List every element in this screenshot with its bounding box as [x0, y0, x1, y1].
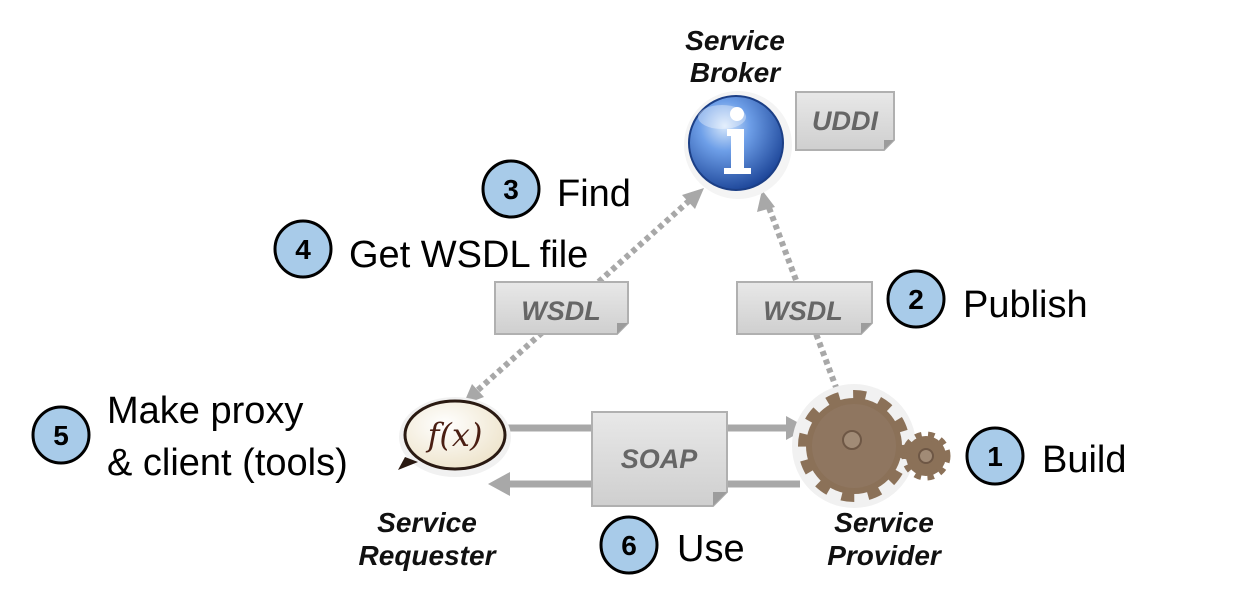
step-5: 5 Make proxy & client (tools) [31, 390, 348, 484]
step-6-number: 6 [621, 530, 637, 561]
step-1-number: 1 [987, 441, 1003, 472]
provider-label-line1: Service [834, 507, 934, 538]
step-2-label: Publish [963, 284, 1088, 326]
step-6: 6 Use [599, 515, 745, 575]
step-3-number: 3 [503, 174, 519, 205]
step-5-label-line1: Make proxy [107, 390, 303, 432]
wsdl-document-right: WSDL [736, 281, 873, 335]
step-2-badge [886, 269, 946, 329]
wsdl-document-left: WSDL [494, 281, 629, 335]
step-2-number: 2 [908, 284, 924, 315]
requester-label-line2: Requester [359, 540, 498, 571]
requester-symbol: f(x) [426, 416, 483, 454]
step-5-number: 5 [53, 420, 69, 451]
step-3-badge [481, 159, 541, 219]
step-5-badge [31, 405, 91, 465]
service-requester: f(x) Service Requester [359, 397, 511, 571]
step-2: 2 Publish [886, 269, 1088, 329]
soap-label: SOAP [621, 444, 699, 474]
step-5-label-line2: & client (tools) [107, 442, 348, 484]
step-4-badge [273, 219, 333, 279]
step-4-number: 4 [295, 234, 311, 265]
step-4: 4 Get WSDL file [273, 219, 588, 279]
wsdl-right-label: WSDL [763, 296, 842, 326]
step-1: 1 Build [965, 426, 1127, 486]
uddi-label: UDDI [812, 106, 878, 136]
find-arrowhead [682, 188, 704, 209]
service-broker: Service Broker UDDI [684, 25, 895, 199]
broker-label-line2: Broker [690, 57, 782, 88]
requester-label-line1: Service [377, 507, 477, 538]
function-speech-bubble-icon: f(x) [398, 397, 511, 477]
find-connector [475, 197, 693, 393]
publish-arrowhead [757, 190, 775, 212]
info-globe-icon [684, 91, 792, 199]
step-4-label: Get WSDL file [349, 234, 588, 276]
provider-label-line2: Provider [827, 540, 943, 571]
step-6-label: Use [677, 528, 745, 570]
gears-icon [792, 384, 951, 508]
broker-label-line1: Service [685, 25, 785, 56]
step-3: 3 Find [481, 159, 631, 219]
step-6-badge [599, 515, 659, 575]
soap-document: SOAP [591, 411, 728, 507]
step-1-label: Build [1042, 439, 1127, 481]
uddi-document: UDDI [795, 91, 895, 151]
response-arrowhead [488, 472, 510, 496]
step-1-badge [965, 426, 1025, 486]
wsdl-left-label: WSDL [521, 296, 600, 326]
step-3-label: Find [557, 173, 631, 215]
service-provider: Service Provider [792, 384, 951, 571]
